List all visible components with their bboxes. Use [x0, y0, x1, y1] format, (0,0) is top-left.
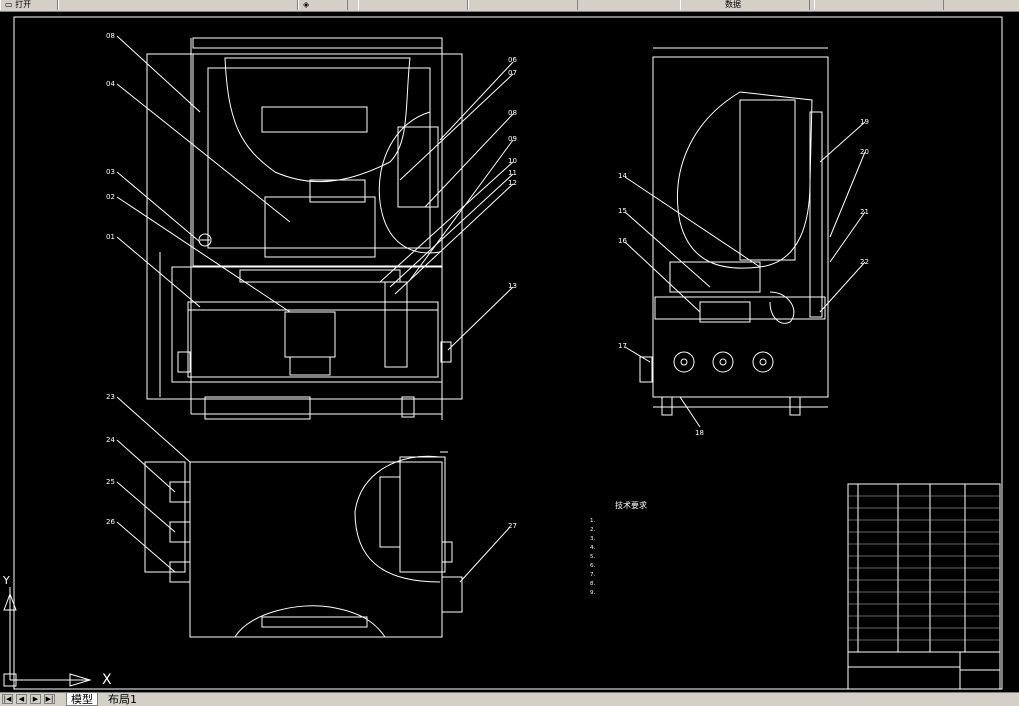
tech-line: 8. [590, 581, 595, 587]
tab-layout1[interactable]: 布局1 [108, 693, 137, 706]
layout-tab-bar: |◀ ◀ ▶ ▶| 模型 布局1 [0, 692, 1019, 706]
part-label: 10 [508, 157, 517, 165]
part-label: 16 [618, 237, 627, 245]
toolbar-tab-5[interactable] [814, 0, 944, 10]
part-label: 07 [508, 69, 517, 77]
side-view [639, 47, 829, 416]
part-label: 14 [618, 172, 627, 180]
part-label: 26 [106, 518, 115, 526]
toolbar-blank [58, 0, 298, 10]
title-block [847, 483, 1001, 690]
part-label: 17 [618, 342, 627, 350]
next-tab-button[interactable]: ▶ [30, 694, 41, 704]
part-label: 01 [106, 233, 115, 241]
part-label: 15 [618, 207, 627, 215]
part-label: 02 [106, 193, 115, 201]
top-view [144, 451, 463, 638]
part-label: 23 [106, 393, 115, 401]
toolbar-tab-3[interactable] [468, 0, 578, 10]
drawing-canvas[interactable]: 08 04 03 02 01 23 24 25 26 06 07 08 09 1… [0, 12, 1019, 692]
part-label: 27 [508, 522, 517, 530]
tech-line: 6. [590, 563, 595, 569]
ucs-y-label: Y [2, 574, 10, 587]
part-label: 22 [860, 258, 869, 266]
part-label: 04 [106, 80, 115, 88]
part-label: 12 [508, 179, 517, 187]
part-label: 06 [508, 56, 517, 64]
part-label: 03 [106, 168, 115, 176]
leader-lines [116, 35, 866, 583]
part-label: 20 [860, 148, 869, 156]
part-label: 08 [508, 109, 517, 117]
part-label: 18 [695, 429, 704, 437]
tech-line: 4. [590, 545, 595, 551]
tech-line: 3. [590, 536, 595, 542]
tech-requirements-title: 技术要求 [615, 500, 647, 510]
layers-button[interactable]: ◈ [298, 0, 348, 10]
prev-tab-button[interactable]: ◀ [16, 694, 27, 704]
ucs-x-label: X [102, 672, 112, 688]
first-tab-button[interactable]: |◀ [2, 694, 13, 704]
top-toolbar: ▭ 打开 ◈ 数据 [0, 0, 1019, 12]
last-tab-button[interactable]: ▶| [44, 694, 55, 704]
part-label: 08 [106, 32, 115, 40]
folder-icon: ▭ [5, 0, 13, 9]
part-label: 13 [508, 282, 517, 290]
drawing-frame [13, 16, 1003, 690]
part-label: 24 [106, 436, 115, 444]
part-label: 21 [860, 208, 869, 216]
part-label: 09 [508, 135, 517, 143]
part-label: 11 [508, 169, 517, 177]
front-view [146, 37, 463, 420]
part-label: 25 [106, 478, 115, 486]
tech-line: 9. [590, 590, 595, 596]
layers-icon: ◈ [303, 0, 310, 9]
tech-line: 5. [590, 554, 595, 560]
tech-line: 7. [590, 572, 595, 578]
tech-line: 1. [590, 518, 595, 524]
file-open-button[interactable]: ▭ 打开 [0, 0, 58, 10]
ucs-icon [3, 587, 92, 687]
part-label: 19 [860, 118, 869, 126]
toolbar-tab-4[interactable]: 数据 [680, 0, 810, 10]
tech-line: 2. [590, 527, 595, 533]
tab-model[interactable]: 模型 [66, 693, 98, 706]
toolbar-tab-2[interactable] [358, 0, 468, 10]
